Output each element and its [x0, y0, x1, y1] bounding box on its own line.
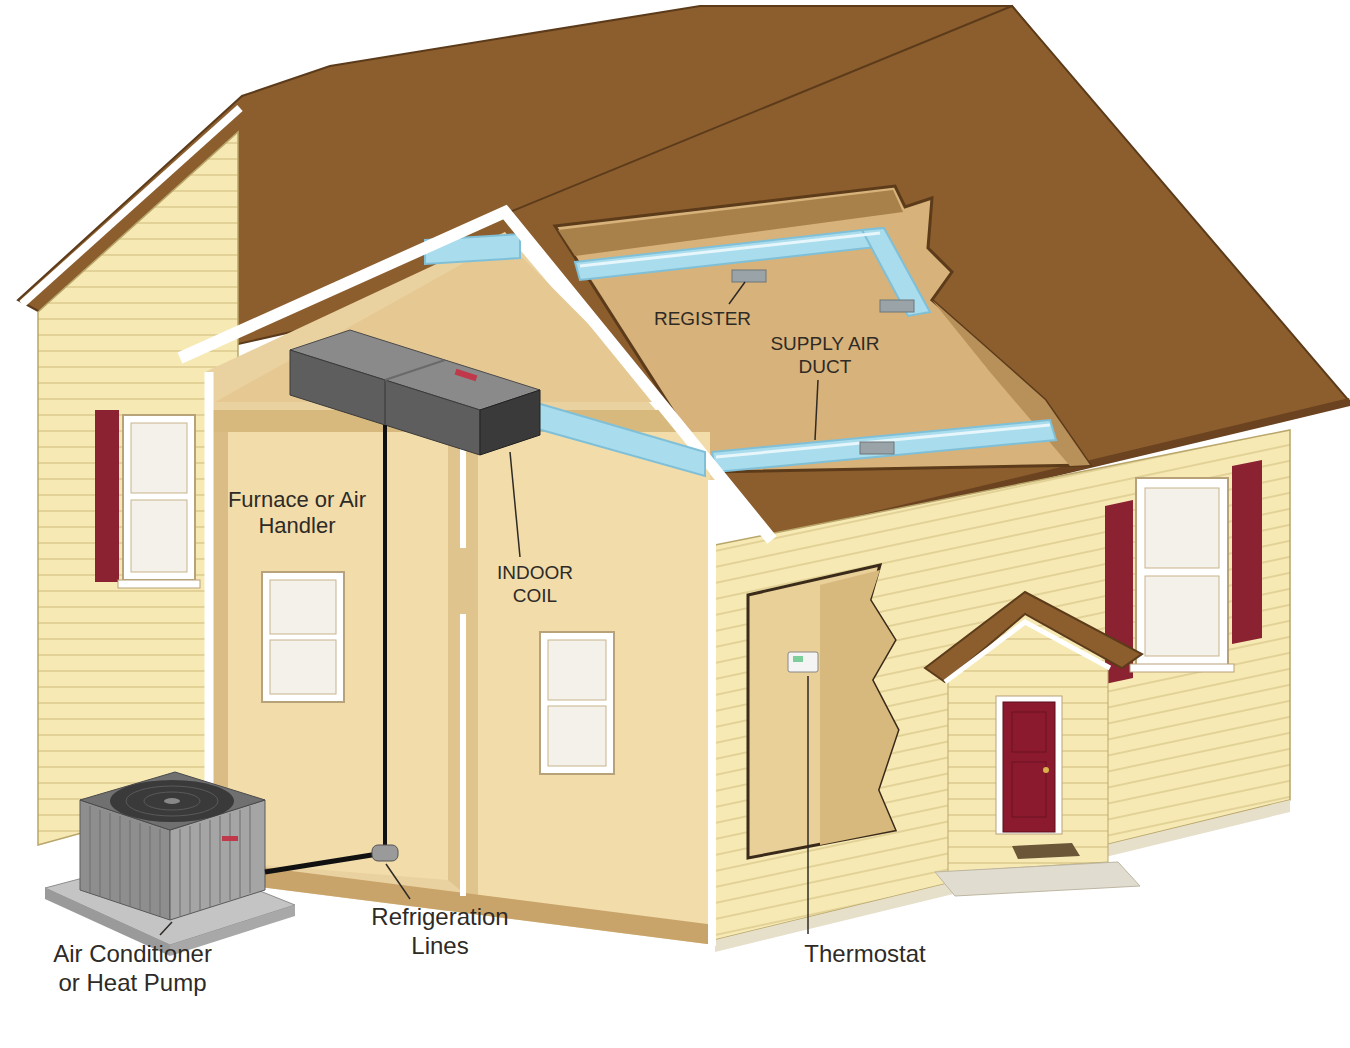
thermostat-cutaway: [788, 652, 818, 672]
front-gable-cutaway: [205, 232, 715, 945]
leader-lines: [510, 452, 520, 557]
outdoor-unit: [45, 772, 295, 956]
refrigeration-lines: [265, 845, 398, 872]
front-gable-cutaway: [262, 572, 344, 702]
outdoor-unit: [240, 810, 241, 897]
porch: [1012, 712, 1046, 752]
outdoor-unit: [220, 816, 221, 903]
left-wing: [22, 108, 240, 304]
front-gable-cutaway: [270, 580, 336, 634]
thermostat-cutaway: [793, 656, 803, 662]
thermostat-cutaway: [748, 565, 898, 858]
front-gable-cutaway: [548, 640, 606, 700]
right-window: [1130, 664, 1234, 672]
porch: [1012, 762, 1046, 817]
front-gable-cutaway: [478, 432, 710, 935]
part-label: Furnace or Air Handler: [222, 487, 372, 540]
left-wing: [95, 410, 119, 582]
front-gable-cutaway: [270, 640, 336, 694]
outdoor-unit: [190, 826, 191, 913]
leader-lines: [815, 380, 818, 440]
right-wall: [715, 430, 1290, 952]
front-gable-cutaway: [460, 434, 466, 548]
right-window: [1145, 576, 1219, 656]
left-wing: [118, 580, 200, 588]
furnace-and-duct: [520, 398, 705, 476]
outdoor-unit: [230, 813, 231, 900]
attic-cutaway: [712, 420, 1056, 472]
outdoor-unit: [90, 806, 91, 893]
leader-lines: [160, 282, 818, 935]
attic-cutaway: [716, 425, 1050, 457]
part-label: INDOOR COIL: [480, 562, 590, 608]
porch: [925, 592, 1142, 682]
front-gable-cutaway: [548, 706, 606, 766]
right-wall: [715, 430, 1290, 940]
outdoor-unit: [160, 829, 161, 916]
outdoor-unit: [210, 820, 211, 907]
outdoor-unit: [80, 772, 265, 830]
refrigeration-lines: [265, 854, 378, 872]
leader-lines: [729, 282, 745, 304]
outdoor-unit: [180, 829, 181, 916]
part-label: REGISTER: [640, 308, 765, 331]
outdoor-unit: [140, 823, 141, 910]
porch: [996, 696, 1062, 834]
outdoor-unit: [200, 823, 201, 910]
porch: [1003, 702, 1055, 832]
outdoor-unit: [164, 798, 180, 804]
front-gable-cutaway: [180, 212, 772, 540]
refrigeration-lines: [372, 845, 398, 861]
part-label: Thermostat: [775, 940, 955, 969]
thermostat-cutaway: [820, 570, 898, 845]
left-wing: [131, 423, 187, 493]
attic-cutaway: [880, 300, 914, 312]
leader-lines: [386, 864, 410, 899]
thermostat-cutaway: [748, 565, 898, 858]
outdoor-unit: [250, 806, 251, 893]
right-window: [1145, 488, 1219, 568]
front-gable-cutaway: [460, 614, 466, 896]
outdoor-unit: [120, 816, 121, 903]
right-window: [1136, 478, 1228, 666]
furnace-and-duct: [455, 369, 478, 382]
front-gable-cutaway: [448, 432, 478, 905]
part-label: Air Conditioner or Heat Pump: [40, 940, 225, 998]
outdoor-unit: [130, 820, 131, 907]
furnace-and-duct: [383, 425, 387, 850]
front-gable-cutaway: [708, 480, 716, 946]
outdoor-unit: [110, 780, 234, 822]
attic-cutaway: [862, 228, 930, 316]
furnace-and-duct: [480, 390, 540, 455]
front-gable-cutaway: [180, 212, 772, 946]
outdoor-unit: [222, 836, 238, 841]
attic-cutaway: [580, 233, 880, 266]
attic-cutaway: [860, 442, 894, 454]
leader-lines: [160, 922, 172, 935]
outdoor-unit: [144, 792, 200, 810]
leader-lines: [807, 676, 809, 934]
left-wing: [131, 500, 187, 572]
porch: [935, 862, 1140, 896]
outdoor-unit: [150, 826, 151, 913]
right-window: [1232, 460, 1262, 644]
attic-cutaway: [575, 228, 885, 280]
porch: [1012, 843, 1080, 859]
furnace-and-duct: [384, 380, 386, 425]
front-gable-cutaway: [540, 632, 614, 774]
outdoor-unit: [110, 813, 111, 900]
furnace-and-duct: [290, 330, 705, 850]
part-label: SUPPLY AIR DUCT: [770, 333, 880, 379]
part-label: Refrigeration Lines: [345, 903, 535, 961]
left-wing: [123, 415, 195, 580]
furnace-and-duct: [385, 360, 445, 380]
attic-cutaway: [732, 270, 766, 282]
porch: [1043, 767, 1049, 773]
porch: [945, 622, 1110, 682]
outdoor-unit: [126, 786, 218, 816]
outdoor-unit: [100, 810, 101, 897]
porch: [925, 592, 1142, 896]
